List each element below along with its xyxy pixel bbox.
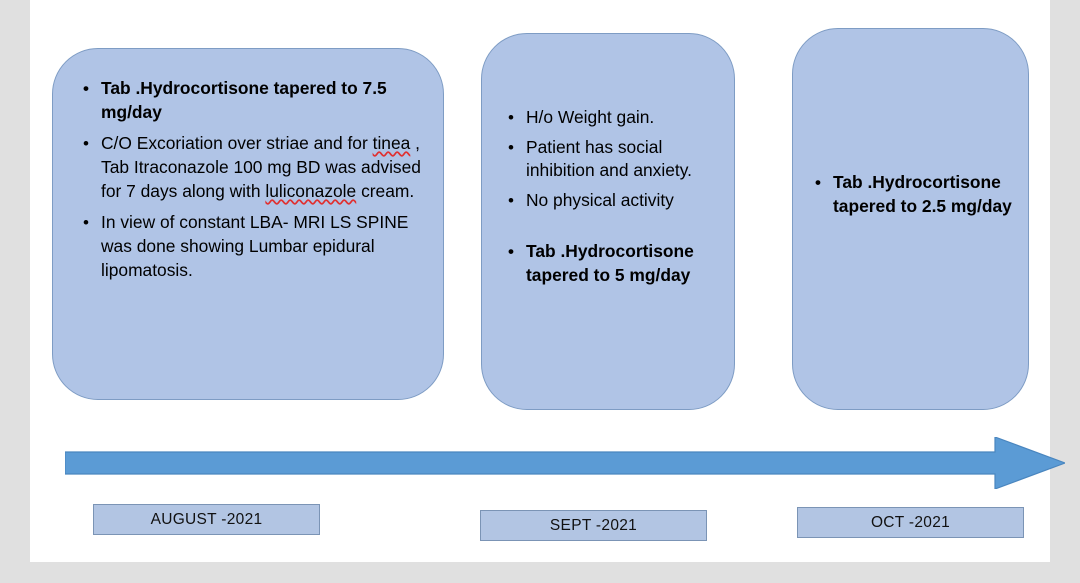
bullet-text: H/o Weight gain. [526,107,655,127]
slide-canvas: Tab .Hydrocortisone tapered to 7.5 mg/da… [30,0,1065,562]
october-bullet-list: Tab .Hydrocortisone tapered to 2.5 mg/da… [813,171,1023,219]
list-item: In view of constant LBA- MRI LS SPINE wa… [81,211,429,283]
september-bullet-list: H/o Weight gain. Patient has social inhi… [506,106,722,293]
misspelled-word-tinea: tinea [372,132,411,153]
timeline-arrow-right-icon [65,437,1065,489]
list-item: No physical activity [506,189,722,213]
arrow-shape [65,437,1065,489]
bullet-text: Tab .Hydrocortisone tapered to 2.5 mg/da… [833,172,1012,216]
date-chip-august: AUGUST -2021 [93,504,320,535]
bullet-text-part: , Tab Itraconazole 100 mg BD was advised… [101,132,421,201]
date-chip-september: SEPT -2021 [480,510,707,541]
list-item: H/o Weight gain. [506,106,722,130]
date-chip-october: OCT -2021 [797,507,1024,538]
timeline-card-august: Tab .Hydrocortisone tapered to 7.5 mg/da… [52,48,444,400]
bullet-text: Tab .Hydrocortisone tapered to 5 mg/day [526,240,694,285]
august-bullet-list: Tab .Hydrocortisone tapered to 7.5 mg/da… [81,77,429,290]
bullet-text-part: C/O Excoriation over striae and for [101,132,373,153]
list-item: C/O Excoriation over striae and for tine… [81,132,429,204]
bullet-text: Tab .Hydrocortisone tapered to 7.5 mg/da… [101,78,387,122]
list-item: Tab .Hydrocortisone tapered to 2.5 mg/da… [813,171,1023,219]
list-item: Patient has social inhibition and anxiet… [506,136,722,184]
misspelled-word-luliconazole: luliconazole [265,180,357,201]
timeline-card-october: Tab .Hydrocortisone tapered to 2.5 mg/da… [792,28,1029,410]
bullet-text: No physical activity [526,190,674,210]
date-chip-label: OCT -2021 [870,513,951,531]
list-item: Tab .Hydrocortisone tapered to 7.5 mg/da… [81,77,429,125]
bullet-text-part: cream. [356,180,415,201]
date-chip-label: SEPT -2021 [549,516,638,534]
timeline-card-september: H/o Weight gain. Patient has social inhi… [481,33,735,410]
list-item: Tab .Hydrocortisone tapered to 5 mg/day [506,240,722,288]
bullet-text: In view of constant LBA- MRI LS SPINE wa… [101,211,409,280]
bullet-text: Patient has social inhibition and anxiet… [526,136,692,181]
date-chip-label: AUGUST -2021 [150,510,263,528]
